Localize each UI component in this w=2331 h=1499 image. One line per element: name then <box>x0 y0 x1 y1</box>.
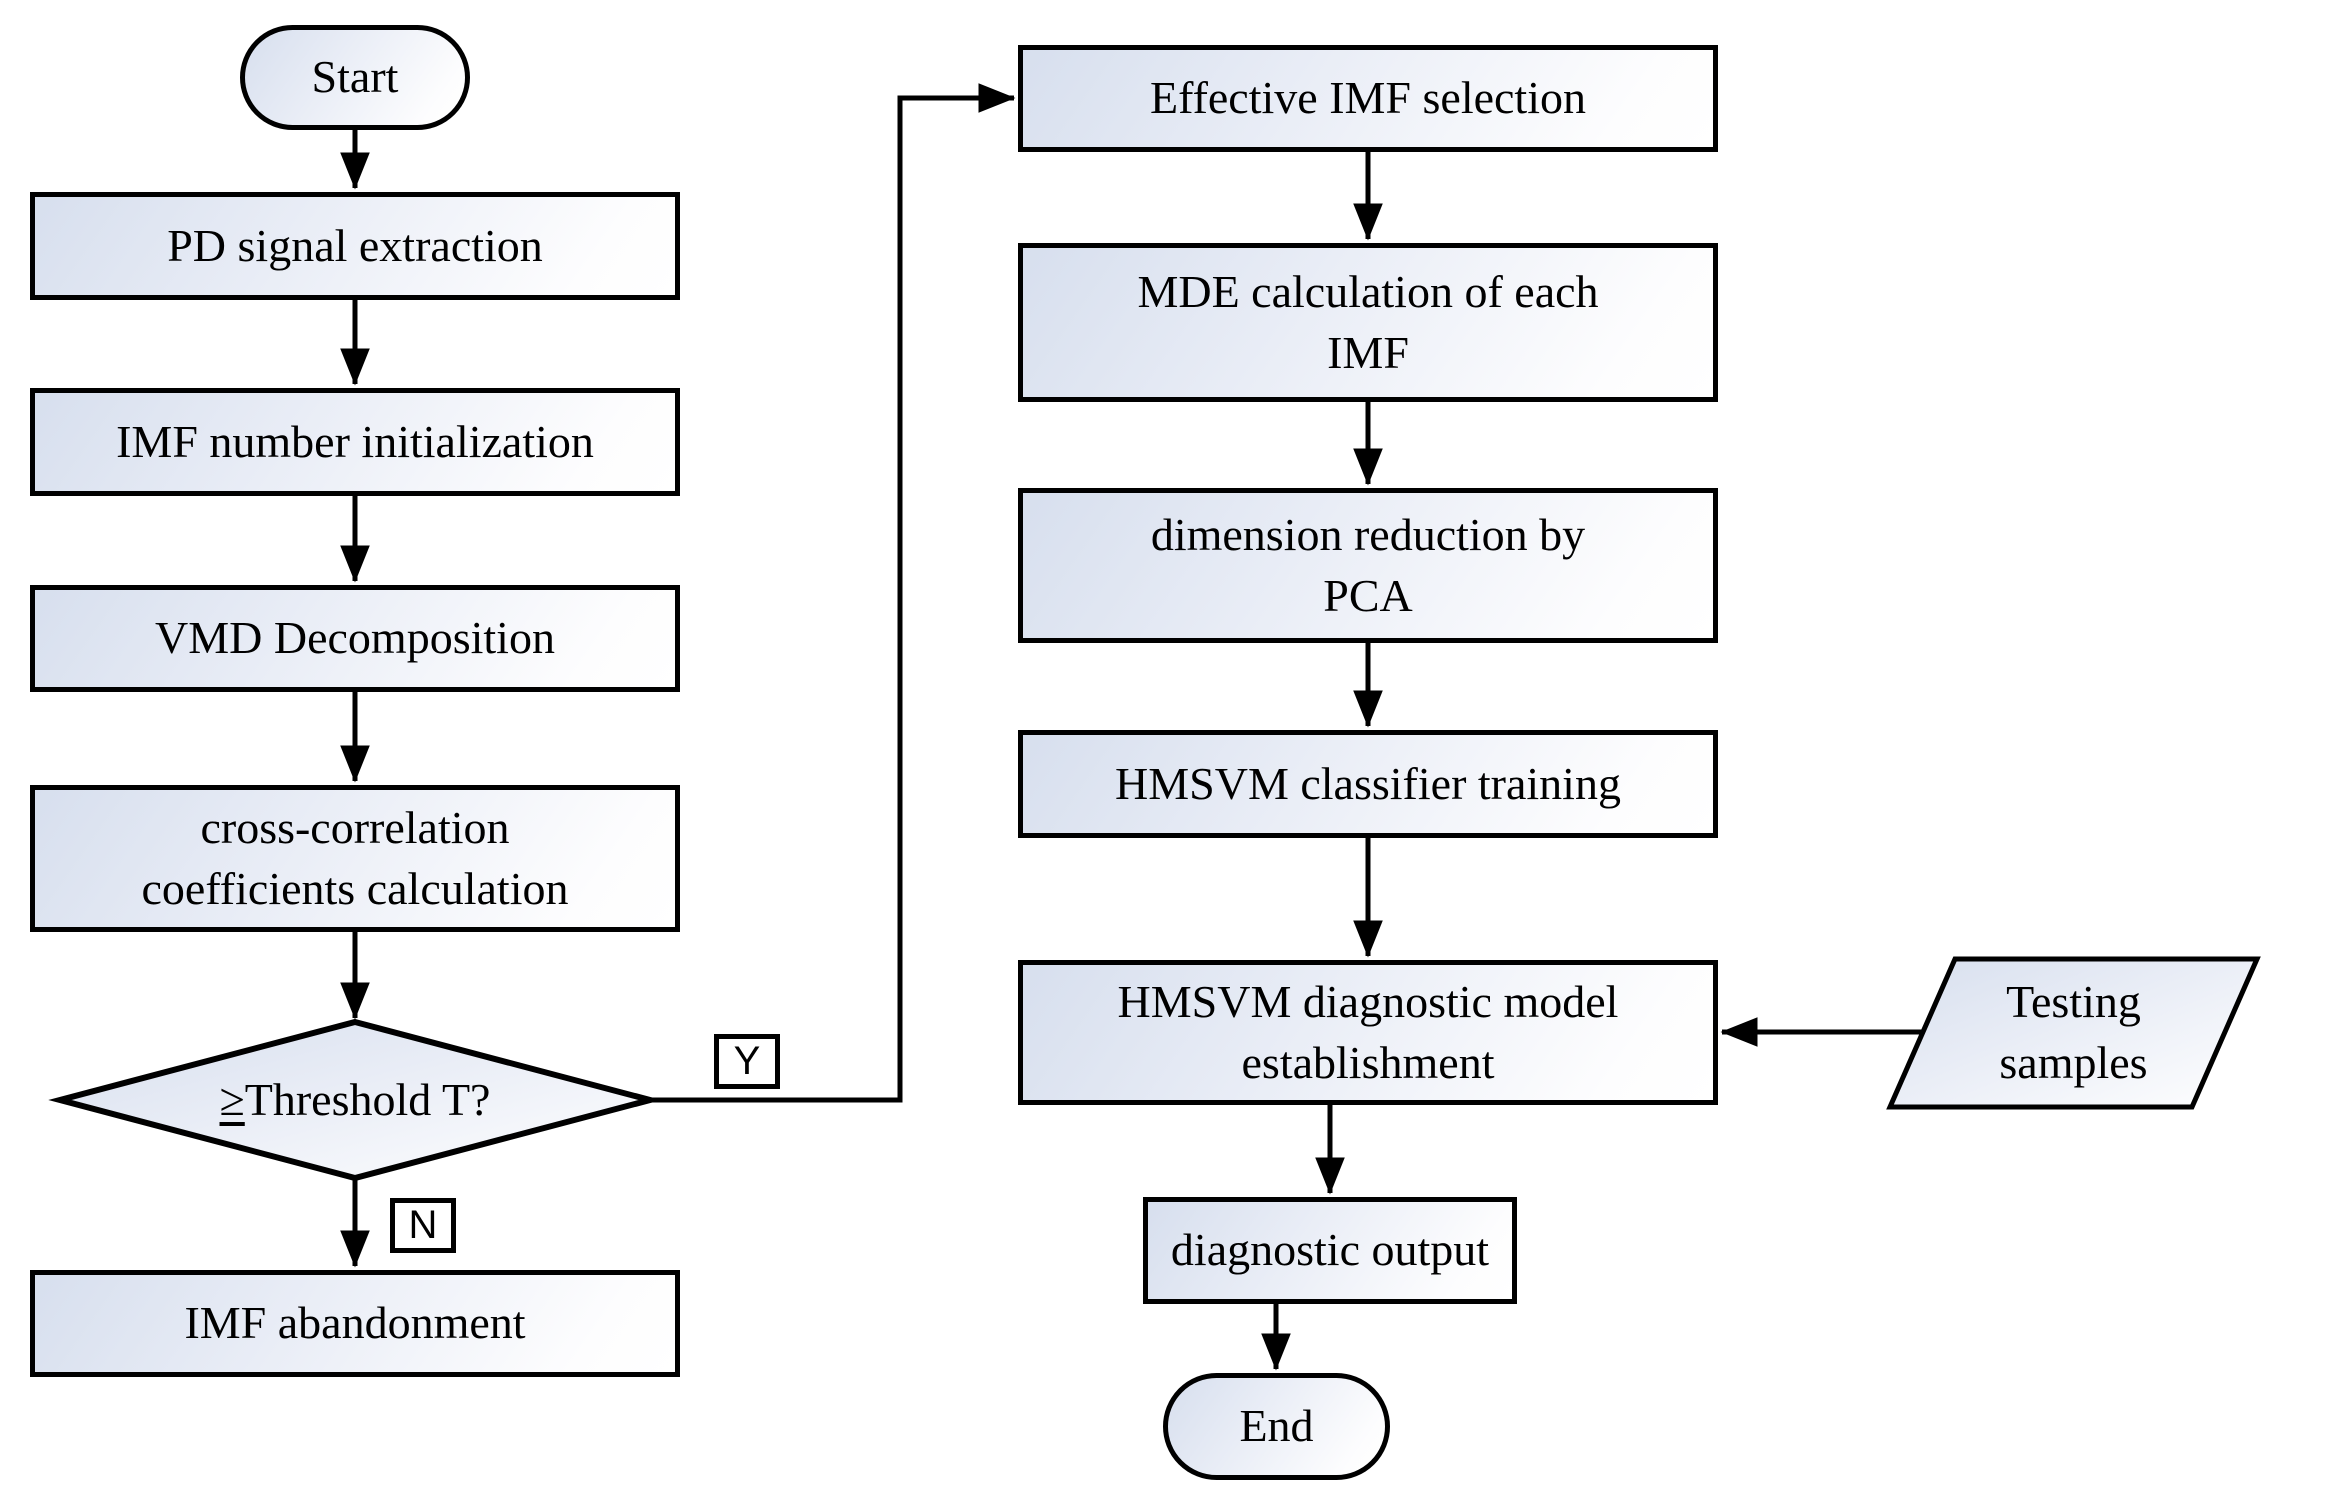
node-vmd-decomposition: VMD Decomposition <box>30 585 680 692</box>
node-effective-imf-selection: Effective IMF selection <box>1018 45 1718 152</box>
threshold-text: Threshold T? <box>244 1073 491 1125</box>
node-establish-label-line1: HMSVM diagnostic model <box>1117 975 1619 1027</box>
node-start-label: Start <box>311 51 399 103</box>
node-vmd-label: VMD Decomposition <box>155 612 555 664</box>
node-cross-label-line1: cross-correlation <box>200 801 510 853</box>
node-abandon-label: IMF abandonment <box>184 1297 526 1349</box>
node-hmsvm-classifier-training: HMSVM classifier training <box>1018 730 1718 838</box>
node-end: End <box>1163 1373 1390 1480</box>
node-hmsvm-diagnostic-model: HMSVM diagnostic model establishment <box>1018 960 1718 1105</box>
node-training-label: HMSVM classifier training <box>1115 757 1621 809</box>
node-imf-abandonment: IMF abandonment <box>30 1270 680 1377</box>
node-effective-label: Effective IMF selection <box>1149 72 1586 124</box>
node-output-label: diagnostic output <box>1170 1224 1490 1276</box>
node-cross-label-line2: coefficients calculation <box>141 862 569 914</box>
node-pca-label-line2: PCA <box>1323 569 1413 621</box>
no-label: N <box>408 1203 438 1247</box>
node-start: Start <box>240 25 470 130</box>
node-establish-label-line2: establishment <box>1241 1036 1495 1088</box>
label-no-branch: N <box>390 1198 456 1253</box>
node-pca-label-line1: dimension reduction by <box>1150 508 1586 560</box>
node-mde-label-line2: IMF <box>1327 326 1409 378</box>
node-dimension-reduction-pca: dimension reduction by PCA <box>1018 488 1718 643</box>
testing-samples-shape <box>1886 956 2261 1110</box>
threshold-label: ≥Threshold T? <box>220 1070 491 1131</box>
testing-label-line2: samples <box>1999 1037 2148 1088</box>
yes-label: Y <box>733 1039 761 1083</box>
threshold-decision-shape <box>48 1018 662 1182</box>
node-pd-signal-extraction: PD signal extraction <box>30 192 680 300</box>
node-diagnostic-output: diagnostic output <box>1143 1197 1517 1304</box>
label-yes-branch: Y <box>714 1034 780 1089</box>
node-threshold-decision: ≥Threshold T? <box>60 1022 650 1178</box>
node-testing-samples: Testing samples <box>1890 959 2257 1107</box>
node-mde-label-line1: MDE calculation of each <box>1137 265 1599 317</box>
node-imf-init-label: IMF number initialization <box>116 415 594 467</box>
testing-label-line1: Testing <box>2006 976 2141 1028</box>
node-imf-number-initialization: IMF number initialization <box>30 388 680 496</box>
node-mde-calculation: MDE calculation of each IMF <box>1018 243 1718 402</box>
node-end-label: End <box>1239 1400 1314 1452</box>
node-pd-label: PD signal extraction <box>167 219 543 271</box>
node-cross-correlation: cross-correlation coefficients calculati… <box>30 785 680 932</box>
connector-threshold-yes-to-effective <box>650 83 1016 1103</box>
threshold-geq-symbol: ≥ <box>219 1073 245 1125</box>
